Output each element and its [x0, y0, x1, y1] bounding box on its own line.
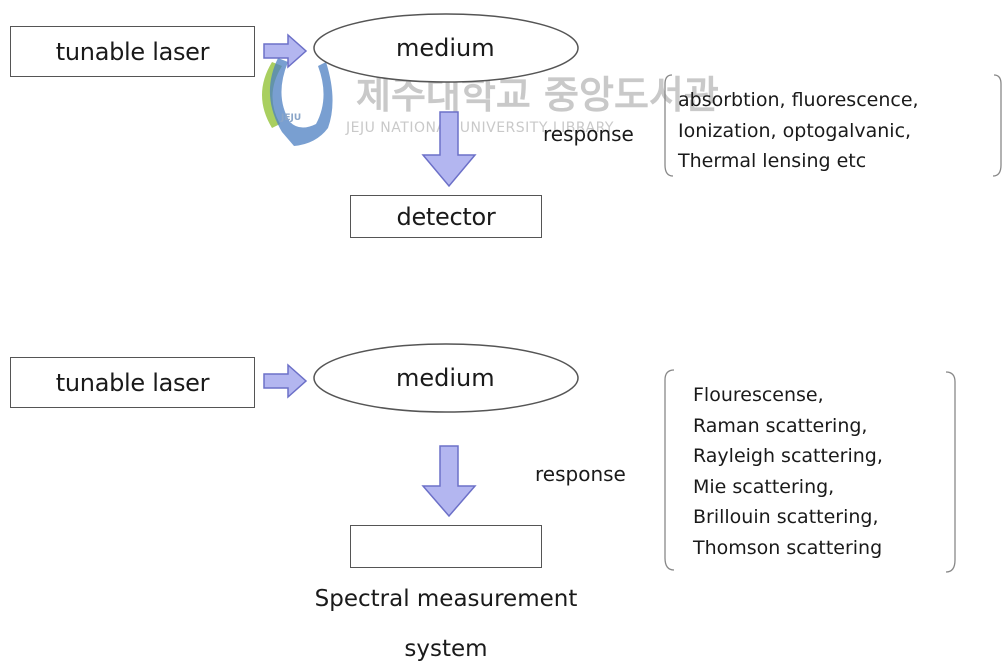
right-arrow-icon — [263, 363, 308, 399]
medium-label: medium — [396, 34, 495, 62]
response-item: Mie scattering, — [693, 475, 835, 498]
response-bracket-left — [664, 369, 675, 571]
down-arrow-icon — [421, 445, 477, 518]
medium-label: medium — [396, 364, 495, 392]
detector-box: detector — [350, 195, 542, 238]
response-item: absorbtion, fluorescence, — [678, 89, 919, 111]
response-item: Thomson scattering — [693, 536, 883, 559]
response-list-top: absorbtion, fluorescence, Ionization, op… — [678, 85, 919, 177]
tunable-laser-label: tunable laser — [55, 37, 210, 66]
response-item: Rayleigh scattering, — [693, 445, 883, 467]
tunable-laser-box: tunable laser — [10, 357, 255, 408]
watermark-logo-text: JEJU — [281, 113, 302, 123]
right-arrow-icon — [263, 33, 308, 69]
response-list-bottom: Flourescense, Raman scattering, Rayleigh… — [693, 380, 883, 563]
medium-ellipse — [313, 343, 579, 413]
medium-ellipse — [313, 13, 579, 83]
response-item: Flourescense, — [693, 384, 824, 406]
tunable-laser-box: tunable laser — [10, 26, 255, 77]
response-item: Raman scattering, — [693, 414, 868, 437]
spectral-measurement-box — [350, 525, 542, 568]
system-caption: system — [404, 636, 488, 662]
tunable-laser-label: tunable laser — [55, 368, 210, 397]
detector-label: detector — [396, 202, 496, 231]
response-item: Brillouin scattering, — [693, 506, 879, 528]
spectral-measurement-caption: Spectral measurement — [314, 586, 578, 612]
watermark-english-text: JEJU NATIONAL UNIVERSITY LIBRARY — [346, 120, 614, 136]
response-item: Ionization, optogalvanic, — [678, 119, 912, 142]
response-bracket-top-right — [992, 74, 1002, 177]
response-label: response — [543, 122, 634, 146]
response-label: response — [535, 462, 626, 486]
down-arrow-icon — [421, 111, 477, 188]
response-bracket-right — [945, 371, 956, 573]
response-item: Thermal lensing etc — [678, 150, 867, 172]
response-bracket-top — [664, 74, 674, 177]
